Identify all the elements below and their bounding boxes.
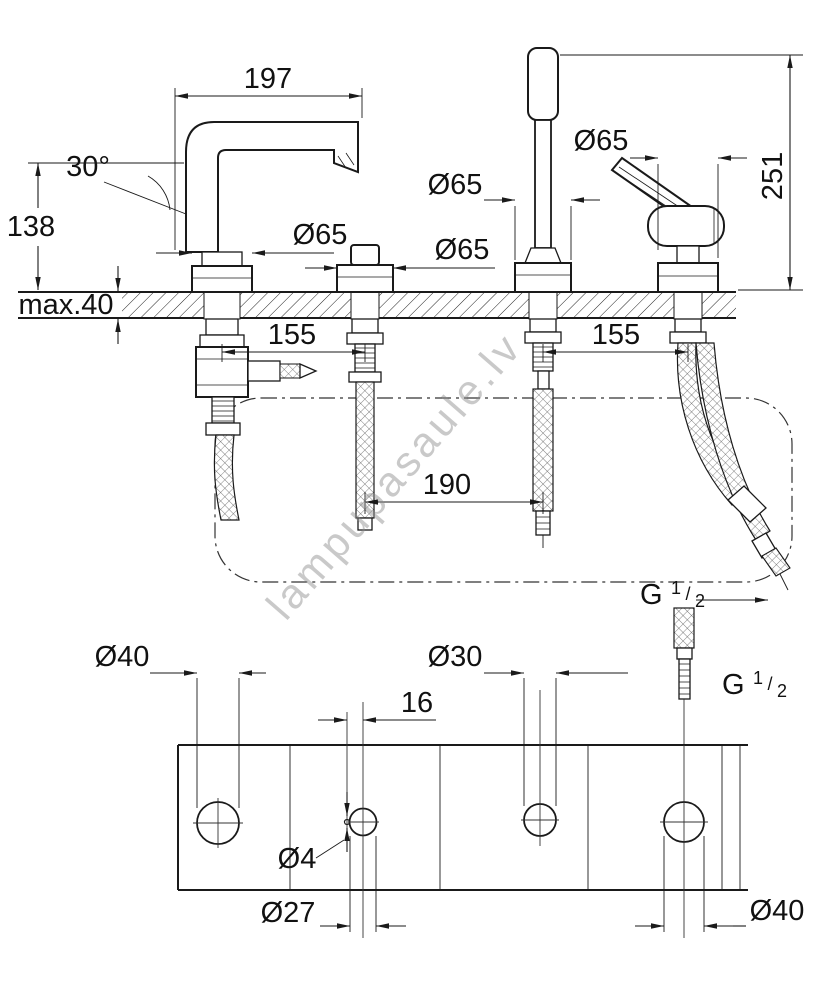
dim-shower-height-label: 251 <box>757 152 789 200</box>
lever-mixer <box>610 156 725 293</box>
dim-shower-escutcheon: Ø65 <box>428 169 600 260</box>
dim-hole1-label: Ø40 <box>95 641 150 673</box>
hole-1-spout: Ø40 <box>95 641 266 848</box>
deck-plan <box>177 744 748 891</box>
dim-deck-thickness: max.40 <box>18 266 121 344</box>
dim-spout-reach: 197 <box>174 63 363 250</box>
hand-shower <box>514 47 572 293</box>
dim-spacing-left-label: 155 <box>268 319 316 351</box>
dim-pilot-offset-label: 16 <box>401 687 433 719</box>
valve-underdeck-assembly <box>346 318 384 531</box>
dim-deck-thickness-label: max.40 <box>18 289 113 321</box>
dim-spout-angle: 30° <box>66 151 187 215</box>
dim-adapter-thread: G 1 / 2 <box>722 668 787 701</box>
bathtub-outline <box>214 397 793 583</box>
mixer-underdeck-hoses <box>669 318 791 591</box>
dim-mixer-escutcheon: Ø65 <box>574 125 747 258</box>
dim-spacing-right-label: 155 <box>592 319 640 351</box>
dim-spacing-center-label: 190 <box>423 469 471 501</box>
hole-2-valve: 16 Ø4 Ø27 <box>261 687 436 938</box>
dim-hose-thread: G 1 / 2 <box>640 578 768 611</box>
adapter-thread-label: G 1 / 2 <box>722 668 787 701</box>
bath-spout <box>185 121 359 293</box>
dim-shower-height: 251 <box>560 54 803 291</box>
plan-view: Ø40 16 Ø4 Ø27 <box>95 641 804 938</box>
shower-underdeck-assembly <box>524 318 562 548</box>
dim-valve-escutcheon: Ø65 <box>305 234 495 271</box>
dim-spout-escutcheon-label: Ø65 <box>293 219 348 251</box>
dim-outlet-height: 138 <box>7 162 184 290</box>
dim-shower-escutcheon-label: Ø65 <box>428 169 483 201</box>
dim-mixer-escutcheon-label: Ø65 <box>574 125 629 157</box>
dim-pilot-label: Ø4 <box>278 843 317 875</box>
elevation-view: 197 30° 138 max.40 Ø65 Ø65 <box>7 47 803 745</box>
hose-thread-label: G 1 / 2 <box>640 578 705 611</box>
diverter-valve <box>336 244 394 293</box>
hole-4-mixer: Ø40 <box>635 745 804 938</box>
dim-hole2-label: Ø27 <box>261 897 316 929</box>
dim-hole4-label: Ø40 <box>750 895 805 927</box>
dim-spacing-left: 155 <box>221 319 366 362</box>
dim-spout-reach-label: 197 <box>244 63 292 95</box>
hole-3-shower: Ø30 <box>428 641 628 846</box>
dim-spacing-right: 155 <box>542 319 689 362</box>
dim-spout-angle-label: 30° <box>66 151 110 183</box>
dim-hole3-label: Ø30 <box>428 641 483 673</box>
hose-adapter <box>673 607 695 745</box>
dim-spout-escutcheon: Ø65 <box>156 219 348 256</box>
dim-spacing-center: 190 <box>364 469 544 514</box>
dim-valve-escutcheon-label: Ø65 <box>435 234 490 266</box>
mounting-deck <box>18 291 736 320</box>
dim-outlet-height-label: 138 <box>7 211 55 243</box>
